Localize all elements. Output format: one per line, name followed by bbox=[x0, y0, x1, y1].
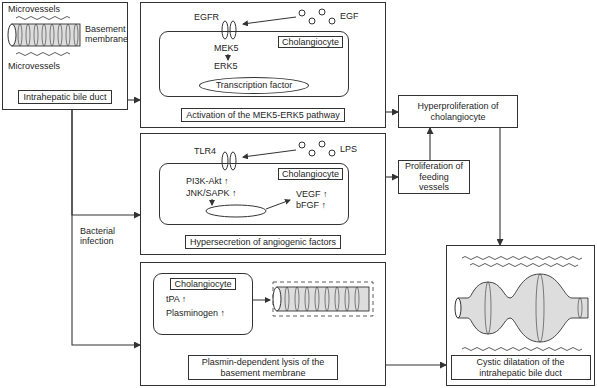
caption-label: Activation of the MEK5-ERK5 pathway bbox=[181, 108, 345, 122]
cell-label: Cholangiocyte bbox=[170, 278, 235, 290]
annotation-label: TLR4 bbox=[194, 146, 216, 156]
cell-label: Cholangiocyte bbox=[278, 36, 343, 48]
annotation-label: LPS bbox=[340, 144, 357, 154]
annotation-label: Microvessels bbox=[8, 4, 60, 14]
lysed-duct-drawing bbox=[252, 282, 373, 316]
box-label: Proliferation of feeding vessels bbox=[403, 161, 465, 192]
flow-arrow bbox=[429, 128, 430, 160]
panel: Intrahepatic bile duct bbox=[2, 2, 128, 110]
panel: Cystic dilatation of the intrahepatic bi… bbox=[446, 245, 595, 386]
annotation-label: Basement membrane bbox=[85, 24, 127, 45]
annotation-label: Plasminogen ↑ bbox=[166, 308, 225, 318]
annotation-label: ERK5 bbox=[214, 61, 238, 71]
annotation-label: EGF bbox=[340, 11, 359, 21]
annotation-label: bFGF ↑ bbox=[296, 200, 326, 210]
flow-arrow bbox=[128, 99, 140, 100]
flow-arrow bbox=[386, 111, 398, 112]
annotation-label: Bacterial infection bbox=[80, 226, 132, 247]
cell-label: Cholangiocyte bbox=[278, 168, 343, 180]
flow-arrow bbox=[386, 176, 398, 177]
caption-label: Intrahepatic bile duct bbox=[18, 90, 111, 104]
process-box: Hyperproliferation of cholangiocyte bbox=[398, 95, 518, 128]
process-box: Proliferation of feeding vessels bbox=[398, 160, 470, 194]
annotation-label: PI3K-Akt ↑ bbox=[186, 176, 229, 186]
box-label: Transcription factor bbox=[216, 80, 293, 90]
annotation-label: EGFR bbox=[194, 12, 219, 22]
nucleus-ellipse: Transcription factor bbox=[199, 77, 309, 94]
box-label: Hyperproliferation of cholangiocyte bbox=[403, 101, 513, 122]
panel: Plasmin-dependent lysis of the basement … bbox=[140, 262, 386, 386]
annotation-label: JNK/SAPK ↑ bbox=[186, 188, 237, 198]
flow-arrow bbox=[499, 128, 500, 245]
flow-arrow bbox=[386, 364, 446, 365]
cystic-duct-drawing bbox=[455, 257, 588, 351]
annotation-label: VEGF ↑ bbox=[296, 189, 328, 199]
cell-outline: CholangiocyteTranscription factor bbox=[159, 31, 349, 97]
caption-label: Hypersecretion of angiogenic factors bbox=[185, 235, 341, 249]
caption-label: Cystic dilatation of the intrahepatic bi… bbox=[451, 355, 591, 380]
flow-arrow bbox=[72, 110, 140, 345]
annotation-label: tPA ↑ bbox=[166, 294, 186, 304]
flow-arrow bbox=[72, 110, 140, 215]
annotation-label: MEK5 bbox=[214, 43, 239, 53]
bile-duct-drawing bbox=[8, 17, 80, 56]
annotation-label: Microvessels bbox=[8, 61, 60, 71]
egfr-receptor bbox=[222, 9, 335, 60]
caption-label: Plasmin-dependent lysis of the basement … bbox=[188, 355, 338, 380]
